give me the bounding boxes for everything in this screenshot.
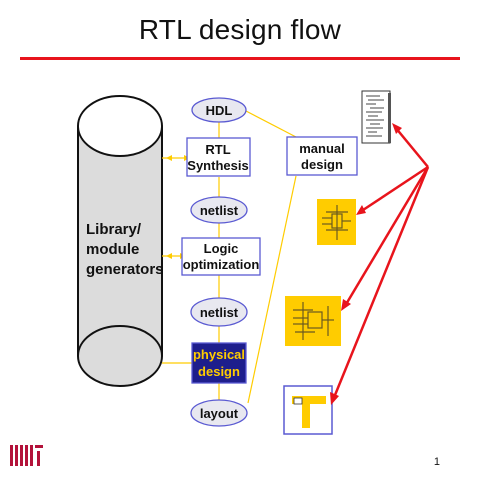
layout-node	[190, 399, 248, 427]
physical-design-label-line1: physical	[193, 347, 245, 362]
gate-schematic-icon	[317, 199, 356, 245]
netlist-label-1: netlist	[200, 203, 239, 218]
rtl-synthesis-label-line1: RTL	[205, 142, 230, 157]
physical-design-label-line2: design	[198, 364, 240, 379]
library-label-line3: generators	[86, 261, 164, 278]
layout-icon	[283, 385, 333, 435]
manual-design-label-line2: design	[301, 157, 343, 172]
red-arrows	[331, 126, 430, 401]
library-connectors	[162, 110, 297, 404]
netlist-node-1	[190, 196, 248, 224]
logic-optimization-label-line1: Logic	[204, 241, 239, 256]
hdl-label: HDL	[206, 103, 233, 118]
title-rule	[20, 57, 460, 60]
rtl-synthesis-label-line2: Synthesis	[187, 158, 248, 173]
netlist-label-2: netlist	[200, 305, 239, 320]
library-cylinder	[77, 95, 163, 387]
logic-optimization-label-line2: optimization	[183, 257, 260, 272]
physical-design-box	[191, 342, 247, 384]
rtl-synthesis-box	[186, 137, 251, 177]
hdl-node	[191, 97, 247, 123]
hdl-code-listing-icon	[361, 90, 391, 144]
manual-design-box	[286, 136, 358, 176]
netlist-node-2	[190, 297, 248, 327]
red-arrowheads	[330, 123, 402, 405]
page-number: 1	[433, 456, 440, 468]
manual-design-label-line1: manual	[299, 141, 345, 156]
library-label-line2: module	[86, 241, 139, 258]
layout-label: layout	[200, 406, 239, 421]
optimized-schematic-icon	[285, 296, 341, 346]
slide-title: RTL design flow	[138, 14, 342, 45]
mit-logo	[10, 445, 43, 466]
logic-optimization-box	[181, 237, 261, 276]
library-label-line1: Library/	[86, 221, 142, 238]
